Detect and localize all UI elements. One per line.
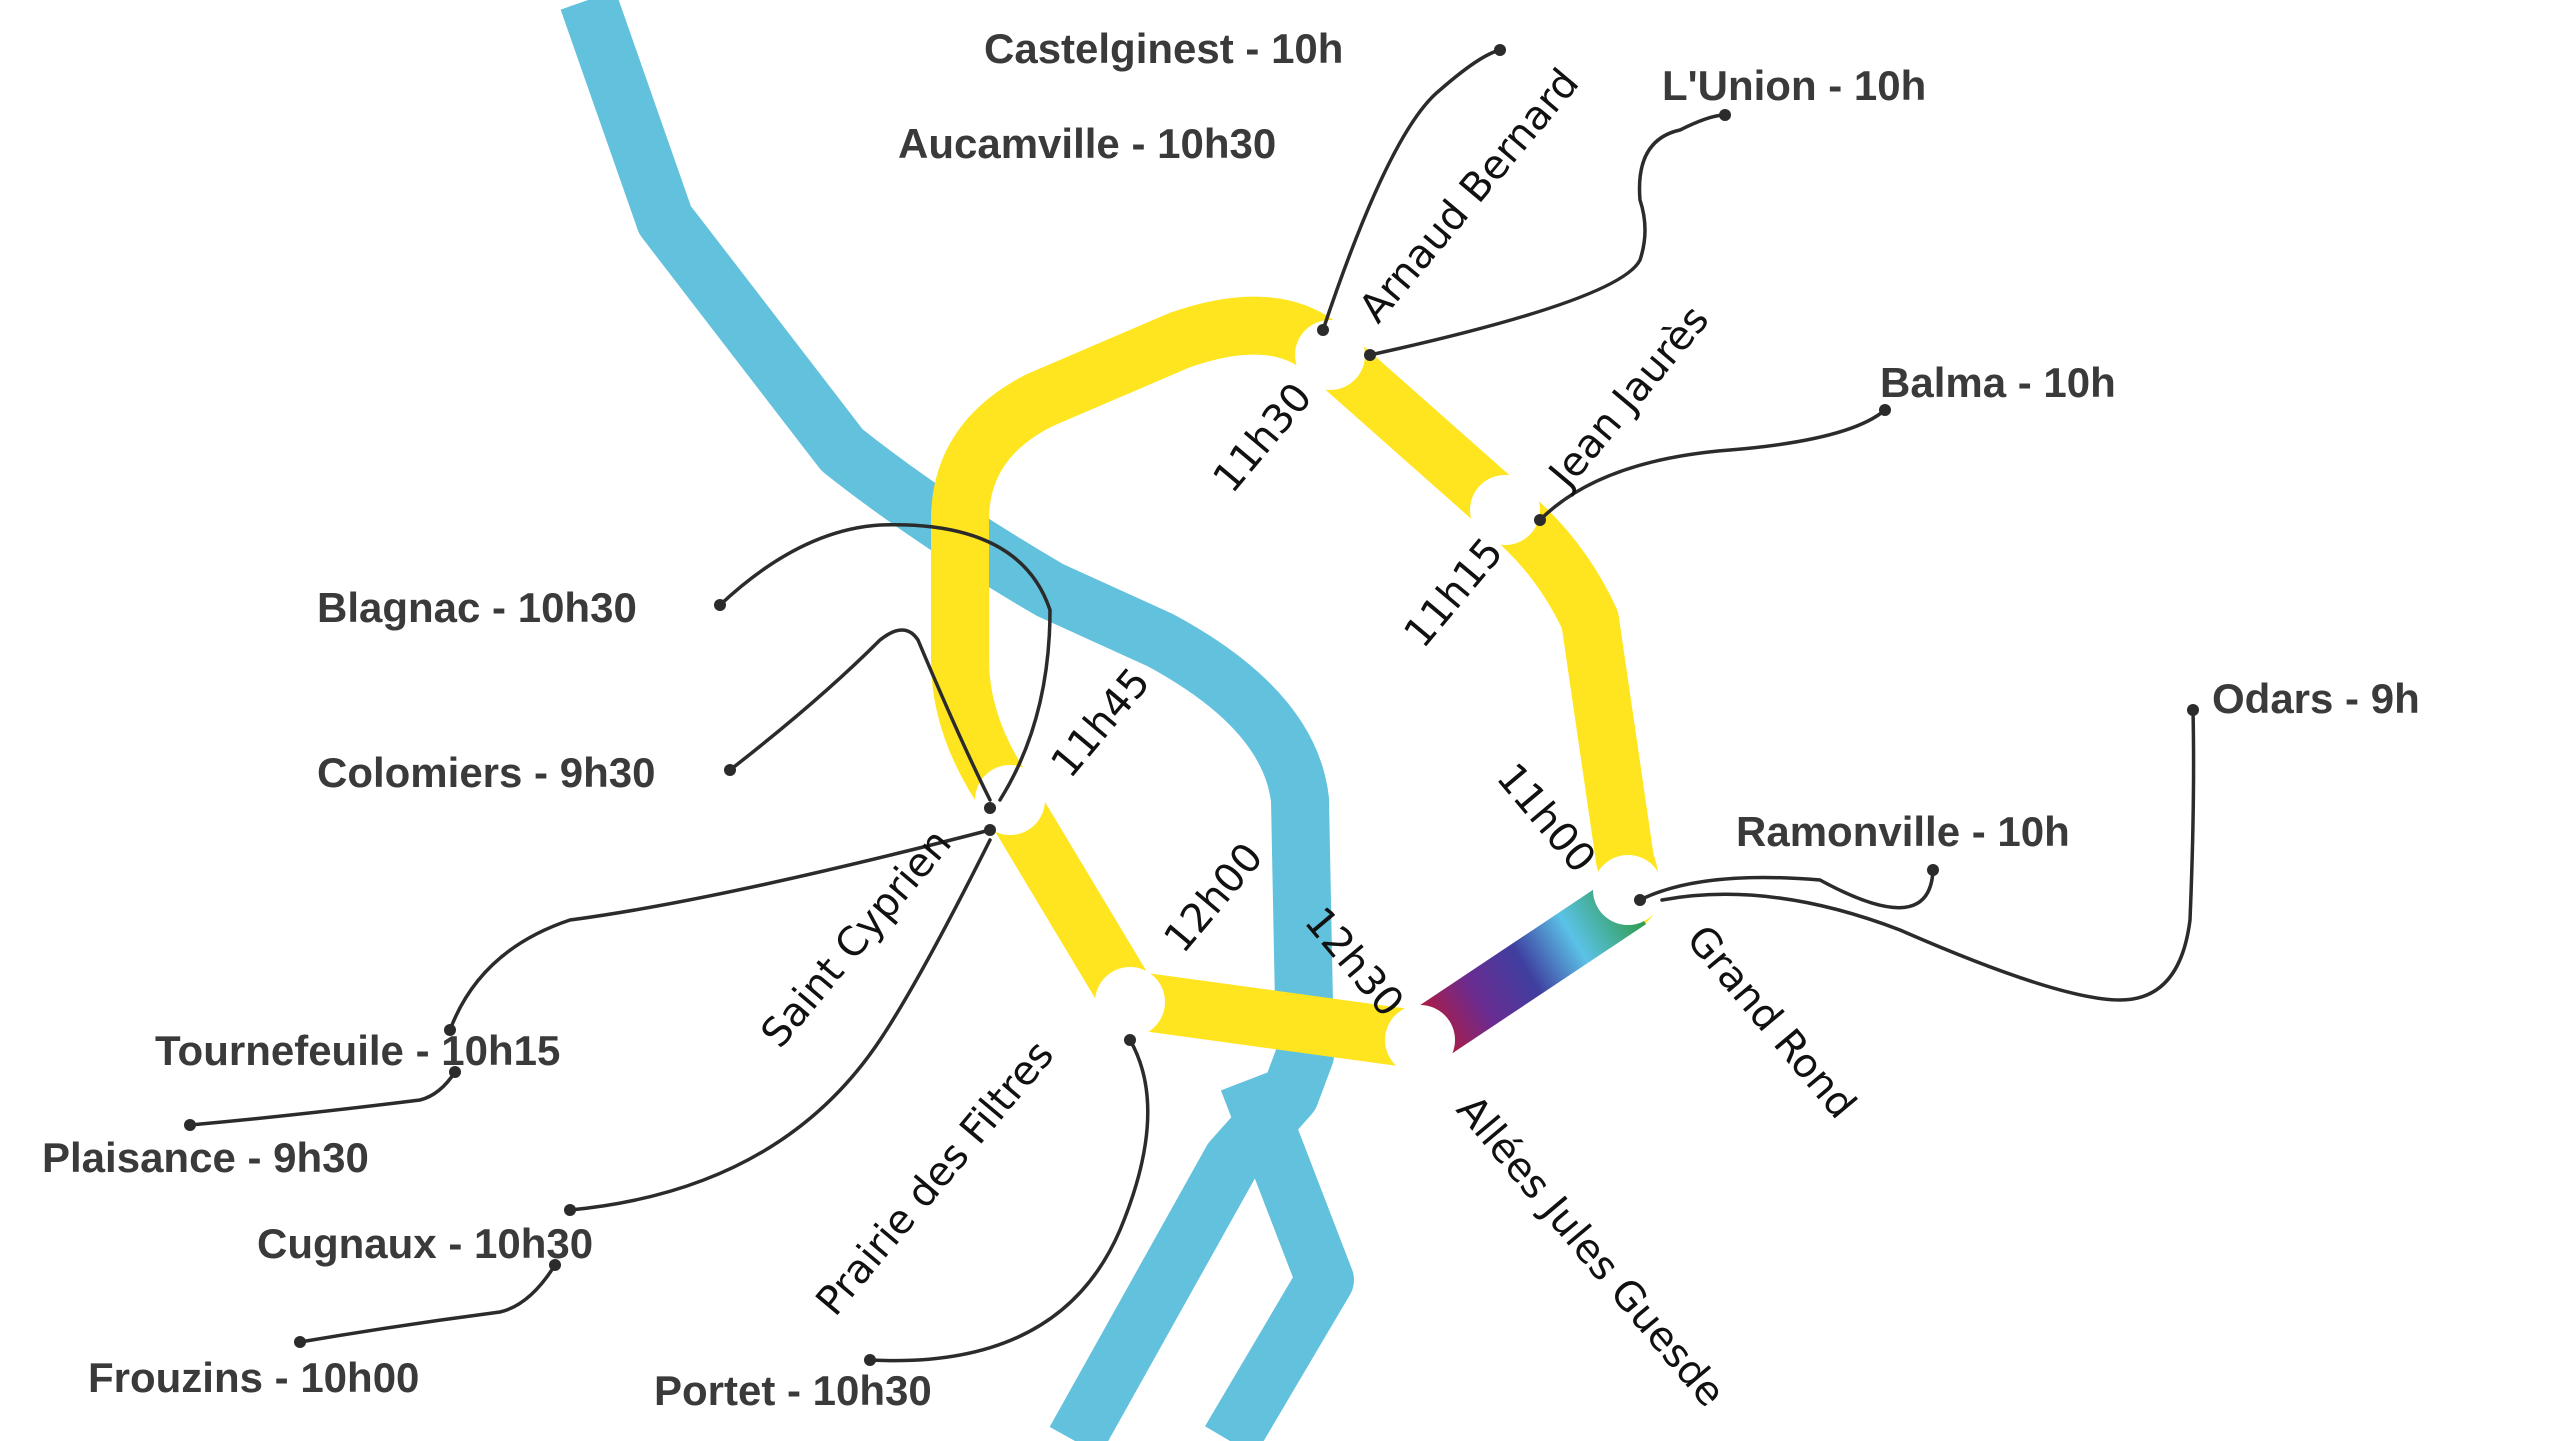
city-colomiers: Colomiers - 9h30 bbox=[317, 749, 655, 796]
station-arnaud-bernard[interactable] bbox=[1295, 320, 1365, 390]
city-balma: Balma - 10h bbox=[1880, 359, 2116, 406]
time-saint-cyprien: 11h45 bbox=[1042, 659, 1159, 786]
river-garonne-branch bbox=[1205, 1069, 1354, 1441]
city-tournefeuile: Tournefeuile - 10h15 bbox=[155, 1027, 560, 1074]
city-labels: Castelginest - 10h Aucamville - 10h30 L'… bbox=[42, 25, 2420, 1414]
river-garonne bbox=[560, 0, 1334, 1441]
time-prairie-des-filtres: 12h00 bbox=[1155, 834, 1272, 961]
city-lunion: L'Union - 10h bbox=[1662, 62, 1926, 109]
station-label-allees-jules-guesde: Allées Jules Guesde bbox=[1447, 1087, 1733, 1416]
city-castelginest: Castelginest - 10h bbox=[984, 25, 1343, 72]
station-label-prairie-des-filtres: Prairie des Filtres bbox=[807, 1032, 1063, 1324]
time-jean-jaures: 11h15 bbox=[1395, 529, 1512, 656]
station-saint-cyprien[interactable] bbox=[975, 765, 1045, 835]
city-ramonville: Ramonville - 10h bbox=[1736, 808, 2070, 855]
city-frouzins: Frouzins - 10h00 bbox=[88, 1354, 419, 1401]
route-rainbow-segment bbox=[1403, 875, 1647, 1065]
city-blagnac: Blagnac - 10h30 bbox=[317, 584, 637, 631]
leader-lines bbox=[184, 44, 2199, 1366]
station-prairie-des-filtres[interactable] bbox=[1095, 967, 1165, 1037]
city-plaisance: Plaisance - 9h30 bbox=[42, 1134, 369, 1181]
city-odars: Odars - 9h bbox=[2212, 675, 2420, 722]
station-label-arnaud-bernard: Arnaud Bernard bbox=[1350, 60, 1588, 331]
station-jean-jaures[interactable] bbox=[1470, 475, 1540, 545]
city-cugnaux: Cugnaux - 10h30 bbox=[257, 1220, 593, 1267]
walking-route bbox=[931, 296, 1660, 1069]
city-aucamville: Aucamville - 10h30 bbox=[898, 120, 1276, 167]
station-label-grand-rond: Grand Rond bbox=[1677, 917, 1864, 1128]
station-times: 11h30 11h15 11h00 11h45 12h00 12h30 bbox=[1042, 374, 1604, 1025]
station-label-saint-cyprien: Saint Cyprien bbox=[752, 821, 960, 1057]
station-allees-jules-guesde[interactable] bbox=[1385, 1005, 1455, 1075]
time-arnaud-bernard: 11h30 bbox=[1204, 374, 1321, 501]
station-grand-rond[interactable] bbox=[1593, 855, 1663, 925]
city-portet: Portet - 10h30 bbox=[654, 1367, 932, 1414]
